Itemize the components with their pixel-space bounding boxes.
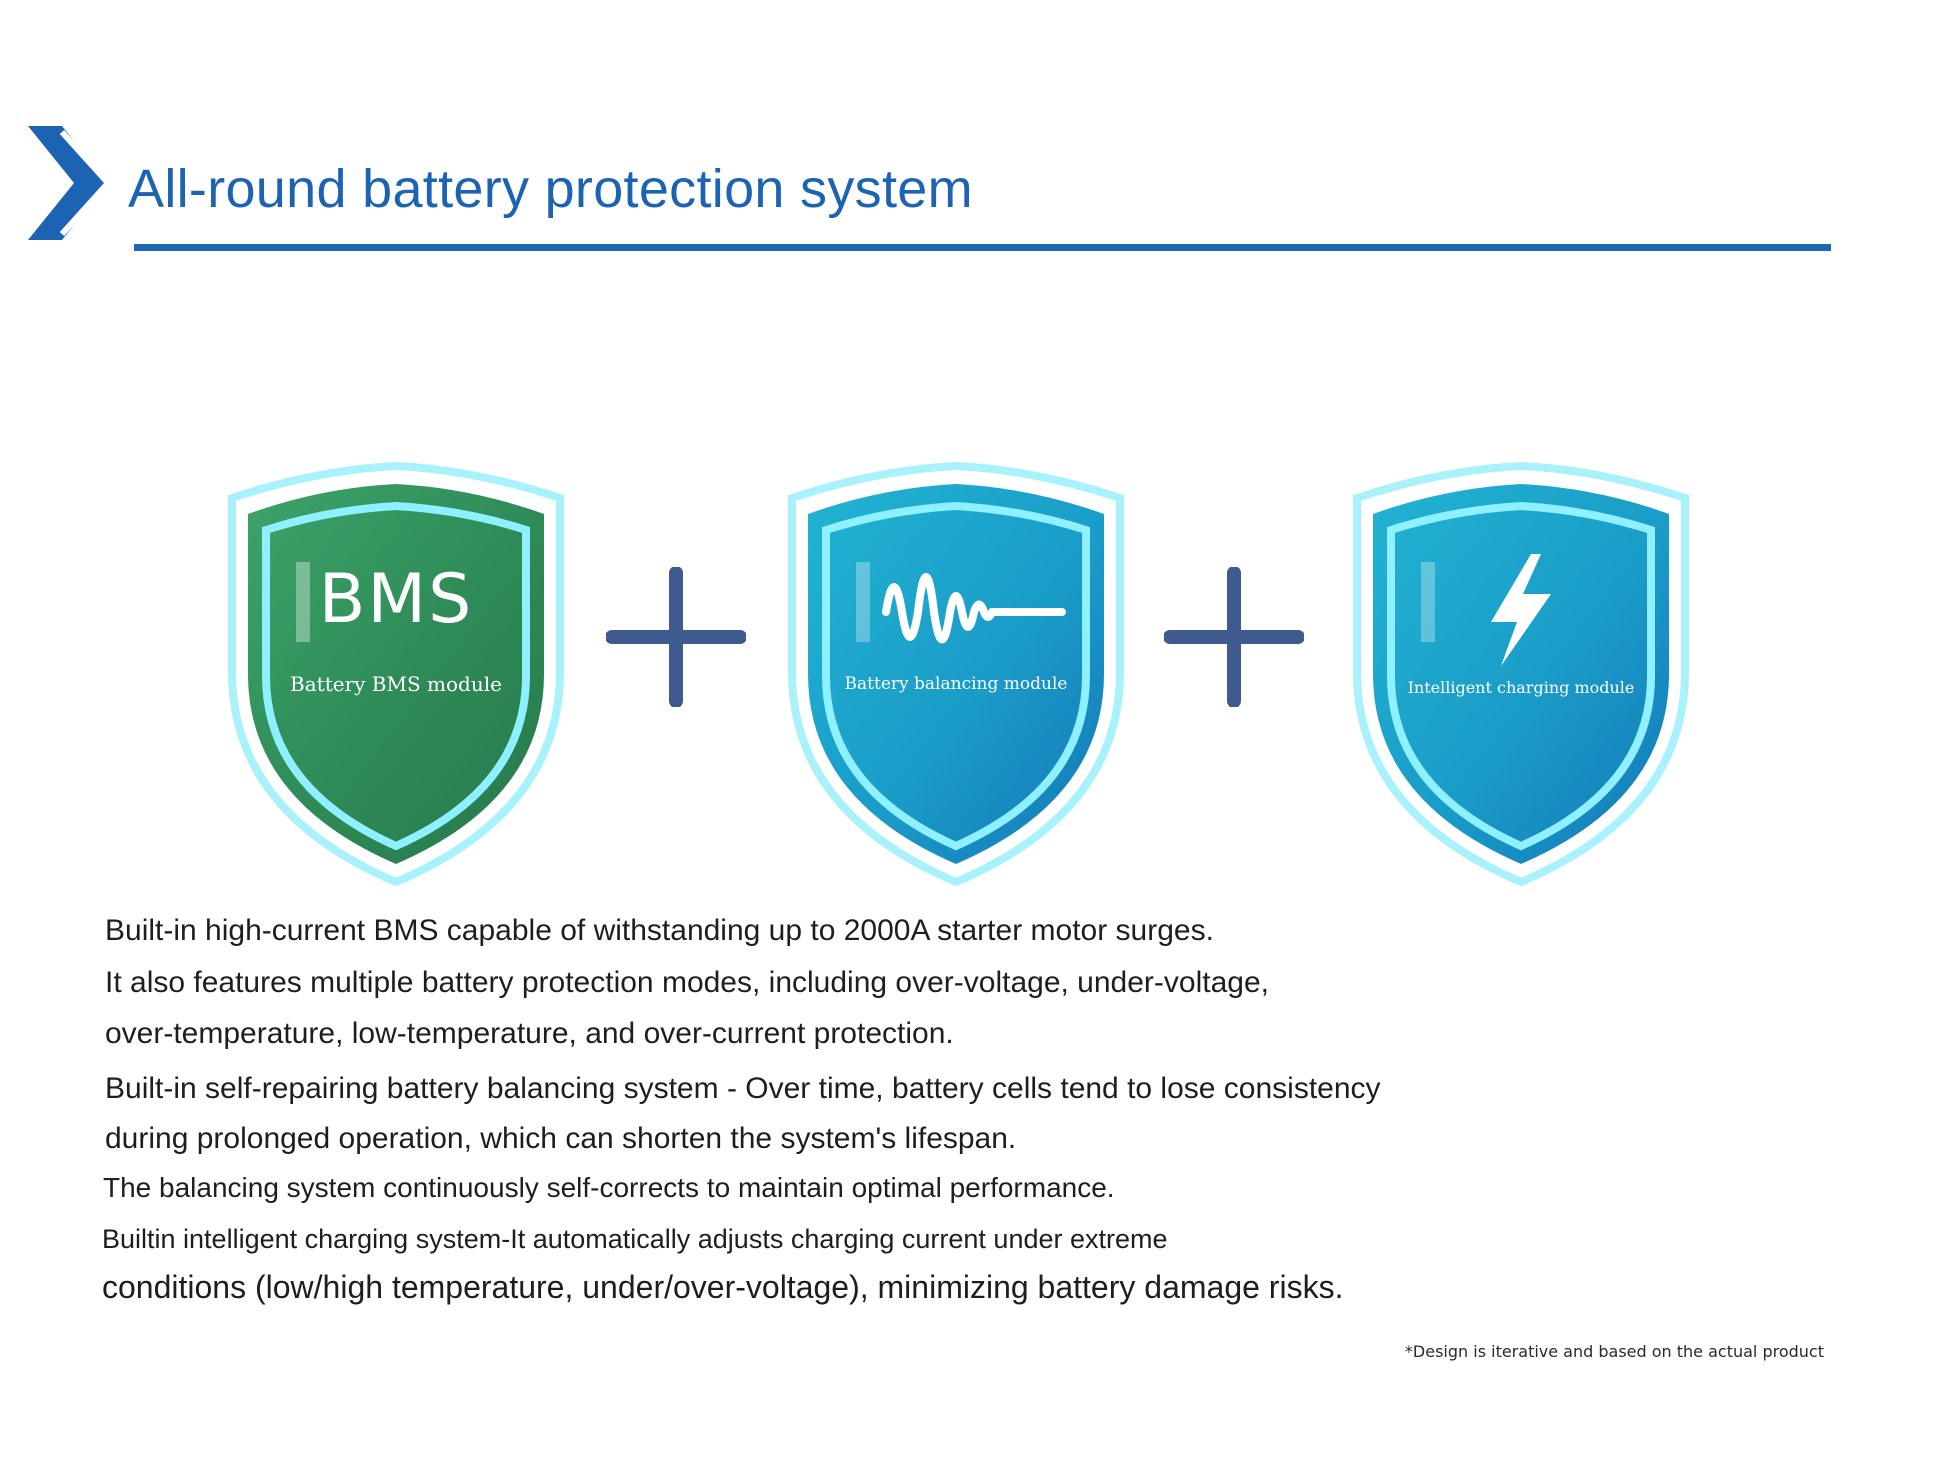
bms-shield: BMS Battery BMS module	[226, 462, 566, 886]
bms-module-caption: Battery BMS module	[290, 672, 502, 696]
description-line: over-temperature, low-temperature, and o…	[105, 1017, 954, 1050]
shield-green-icon	[228, 462, 564, 886]
description-line: conditions (low/high temperature, under/…	[102, 1269, 1344, 1305]
charging-module-caption: Intelligent charging module	[1407, 678, 1635, 697]
shield-blue-icon	[788, 462, 1124, 886]
description-line: The balancing system continuously self-c…	[103, 1172, 1115, 1203]
description-line: Builtin intelligent charging system-It a…	[102, 1224, 1168, 1254]
shield-blue-icon	[1353, 462, 1689, 886]
page-title: All-round battery protection system	[128, 159, 973, 219]
description-line: Built-in self-repairing battery balancin…	[105, 1072, 1381, 1105]
lightning-bolt-icon	[1491, 554, 1551, 666]
description-line: during prolonged operation, which can sh…	[105, 1122, 1017, 1155]
description-line: It also features multiple battery protec…	[105, 966, 1269, 999]
balancing-module-caption: Battery balancing module	[844, 674, 1068, 694]
footnote: *Design is iterative and based on the ac…	[1404, 1342, 1824, 1361]
title-underline	[134, 244, 1831, 251]
bms-badge: BMS	[318, 560, 474, 639]
plus-icon	[606, 567, 746, 707]
charging-shield: Intelligent charging module	[1351, 462, 1691, 886]
balancing-shield: Battery balancing module	[786, 462, 1126, 886]
description-line: Built-in high-current BMS capable of wit…	[105, 914, 1214, 947]
waveform-icon	[882, 573, 1066, 644]
double-chevron-right-icon	[28, 126, 113, 240]
plus-icon	[1164, 567, 1304, 707]
